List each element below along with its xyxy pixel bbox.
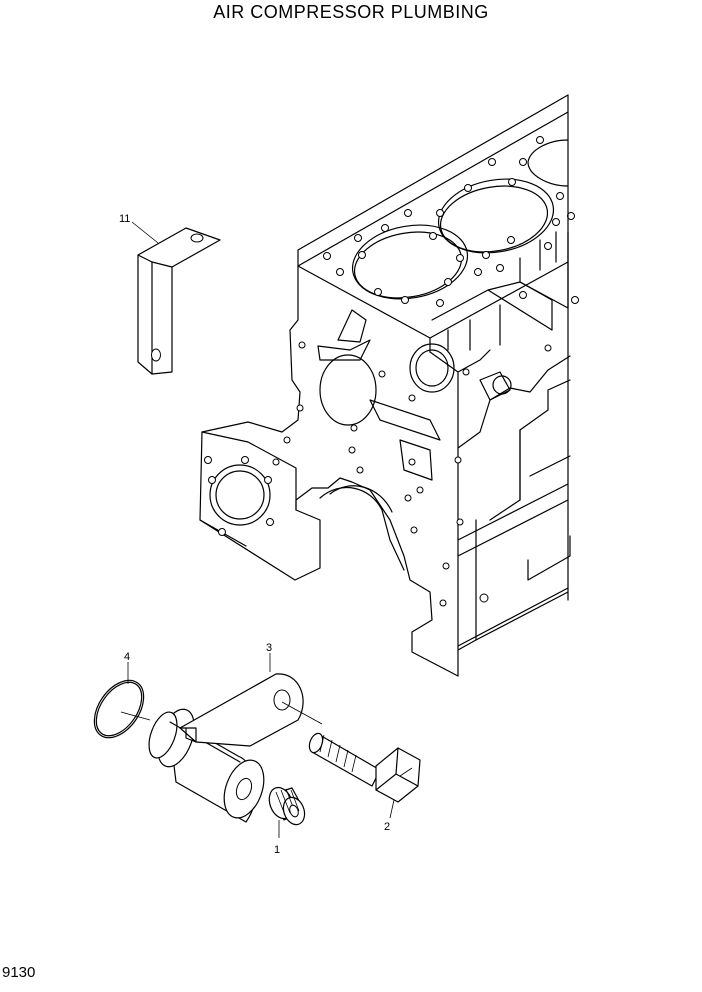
bracket-plate-icon — [148, 653, 323, 823]
callout-3: 3 — [266, 642, 272, 654]
engine-block — [199, 94, 579, 677]
callout-11: 11 — [119, 213, 130, 225]
l-bracket-icon — [131, 221, 221, 375]
o-ring-icon — [93, 662, 151, 739]
hex-bolt-icon — [308, 732, 421, 819]
page-code: 9130 — [2, 964, 36, 981]
callout-2: 2 — [384, 821, 390, 833]
diagram-title: AIR COMPRESSOR PLUMBING — [213, 2, 489, 22]
plug-icon — [268, 786, 306, 838]
callout-4: 4 — [124, 651, 130, 663]
callout-1: 1 — [274, 844, 280, 856]
